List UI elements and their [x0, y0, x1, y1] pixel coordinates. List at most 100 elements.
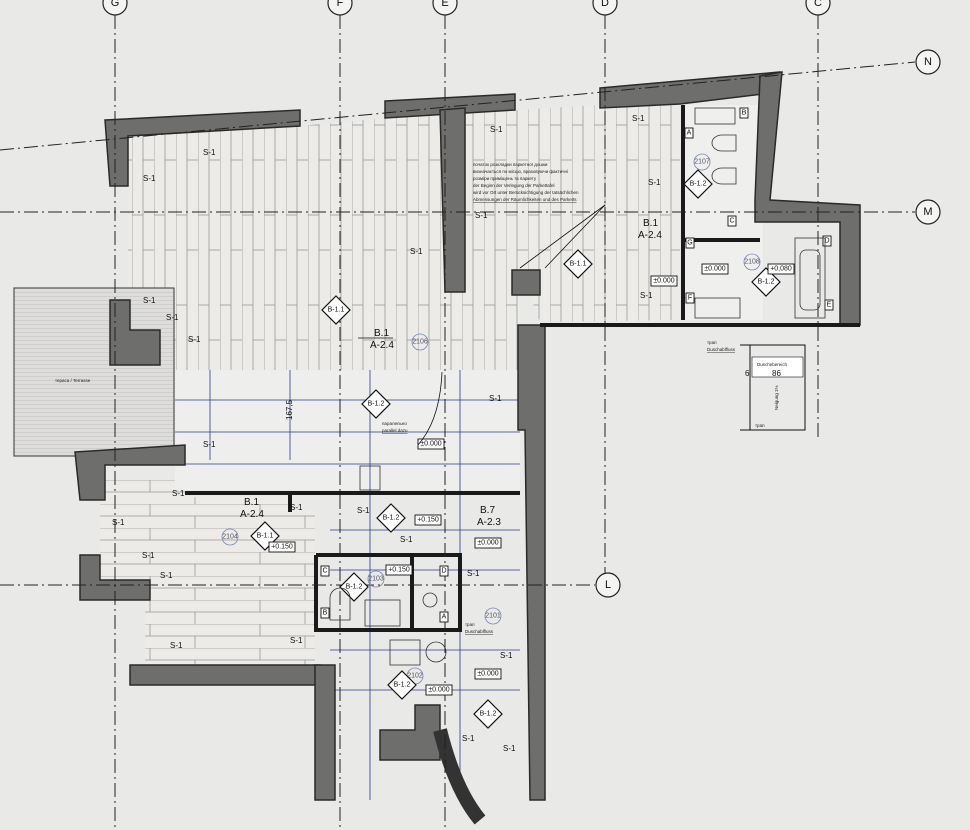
stair-curve: [433, 728, 486, 825]
floor-corridor: [175, 370, 520, 490]
svg-text:A-2.4: A-2.4: [240, 509, 264, 520]
svg-text:S-1: S-1: [203, 148, 216, 157]
svg-text:D: D: [441, 568, 446, 575]
svg-text:B-1.1: B-1.1: [328, 307, 345, 314]
svg-text:S-1: S-1: [143, 296, 156, 305]
level-2101: ±0.000: [474, 668, 502, 680]
shower-detail: трап Duschablfluss Duschebereich 86 6 Ne…: [707, 340, 806, 431]
svg-text:A: A: [442, 614, 447, 621]
svg-text:S-1: S-1: [143, 174, 156, 183]
axis-marker-c: C: [805, 0, 831, 16]
svg-text:трап: трап: [755, 423, 765, 428]
svg-text:F: F: [688, 295, 692, 302]
room-number-2103: 2103: [367, 570, 385, 588]
svg-text:G: G: [687, 240, 692, 247]
svg-text:B.1: B.1: [643, 218, 658, 229]
svg-text:C: C: [814, 0, 822, 9]
svg-text:F: F: [337, 0, 344, 9]
room-number-2101: 2101: [484, 607, 502, 625]
svg-text:±0.000: ±0.000: [428, 687, 449, 694]
tag-b12-2107: B-1.2: [683, 169, 713, 199]
svg-text:A-2.3: A-2.3: [477, 517, 501, 528]
svg-text:S-1: S-1: [188, 335, 201, 344]
svg-text:2102: 2102: [407, 673, 423, 680]
level-2107: ±0.000: [701, 263, 729, 275]
tag-b12-2103: B-1.2: [339, 572, 369, 602]
svg-text:S-1: S-1: [290, 503, 303, 512]
svg-text:B-1.2: B-1.2: [394, 682, 411, 689]
level-corridor-b7: ±0.000: [474, 537, 502, 549]
svg-text:±0.000: ±0.000: [704, 266, 725, 273]
room-number-2108: 2108: [743, 253, 761, 271]
svg-text:Duschablfluss: Duschablfluss: [707, 347, 736, 352]
svg-text:M: M: [923, 206, 932, 218]
svg-text:S-1: S-1: [462, 734, 475, 743]
svg-text:B-1.2: B-1.2: [346, 584, 363, 591]
svg-text:S-1: S-1: [503, 744, 516, 753]
svg-text:2101: 2101: [485, 613, 501, 620]
svg-text:B.1: B.1: [374, 328, 389, 339]
floor-type-right: B.1 A-2.4: [638, 218, 662, 241]
floor-type-main: B.1 A-2.4: [358, 328, 394, 351]
svg-text:S-1: S-1: [500, 651, 513, 660]
door-swing: [417, 371, 443, 446]
svg-text:E: E: [827, 302, 832, 309]
svg-text:S-1: S-1: [290, 636, 303, 645]
tag-b12-2108: B-1.2: [751, 267, 781, 297]
tag-b12-2102: B-1.2: [387, 670, 417, 700]
svg-text:D: D: [824, 238, 829, 245]
svg-text:C: C: [729, 218, 734, 225]
svg-text:+0.150: +0.150: [388, 567, 410, 574]
svg-text:B-1.2: B-1.2: [480, 711, 497, 718]
svg-text:±0.000: ±0.000: [653, 278, 674, 285]
svg-text:2104: 2104: [222, 534, 238, 541]
axis-marker-f: F: [327, 0, 353, 16]
svg-text:S-1: S-1: [489, 394, 502, 403]
level-2102: ±0.000: [425, 684, 453, 696]
sanitary-fixtures: [329, 107, 826, 666]
svg-text:+0,080: +0,080: [770, 266, 792, 273]
svg-text:S-1: S-1: [467, 569, 480, 578]
svg-text:2103: 2103: [368, 576, 384, 583]
level-hall: +0.150: [414, 514, 442, 526]
svg-text:S-1: S-1: [410, 247, 423, 256]
svg-text:трап: трап: [707, 340, 717, 345]
terrace: [13, 287, 175, 457]
drain-ua-2101: трап: [465, 622, 475, 627]
axis-marker-d: D: [592, 0, 618, 16]
svg-text:S-1: S-1: [490, 125, 503, 134]
svg-text:N: N: [924, 56, 932, 68]
svg-text:±0.000: ±0.000: [477, 540, 498, 547]
svg-text:+0.150: +0.150: [417, 517, 439, 524]
svg-text:B-1.2: B-1.2: [383, 515, 400, 522]
svg-text:S-1: S-1: [172, 489, 185, 498]
terrace-label: тераса / Terrasse: [55, 378, 91, 383]
svg-text:D: D: [601, 0, 609, 9]
room-number-2106: 2106: [411, 333, 429, 351]
svg-text:S-1: S-1: [357, 506, 370, 515]
floor-living-room: [128, 102, 680, 370]
tag-b11-right: B-1.1: [563, 249, 593, 279]
svg-text:B-1.2: B-1.2: [758, 279, 775, 286]
svg-text:2107: 2107: [694, 159, 710, 166]
parallel-note-ua: паралельно: [382, 421, 407, 426]
svg-text:B: B: [742, 110, 747, 117]
tag-b11-main: B-1.1: [321, 295, 351, 325]
svg-text:S-1: S-1: [648, 178, 661, 187]
svg-text:C: C: [322, 568, 327, 575]
svg-text:S-1: S-1: [640, 291, 653, 300]
tag-b12-corridor: B-1.2: [361, 389, 391, 419]
svg-text:A: A: [687, 130, 692, 137]
tag-b12-2101: B-1.2: [473, 699, 503, 729]
svg-text:der Beginn der Verlegung der P: der Beginn der Verlegung der Parkettafel: [473, 183, 555, 188]
svg-text:S-1: S-1: [170, 641, 183, 650]
axis-marker-l: L: [595, 572, 621, 598]
svg-text:±0.000: ±0.000: [477, 671, 498, 678]
svg-text:розміри приміщень та паркету: розміри приміщень та паркету: [473, 176, 537, 181]
svg-text:B-1.1: B-1.1: [257, 533, 274, 540]
level-2104: +0.150: [268, 541, 296, 553]
parallel-note-de: parallel dazu: [382, 428, 408, 433]
svg-text:E: E: [441, 0, 448, 9]
svg-text:+0.150: +0.150: [271, 544, 293, 551]
level-2103: +0.150: [385, 564, 413, 576]
